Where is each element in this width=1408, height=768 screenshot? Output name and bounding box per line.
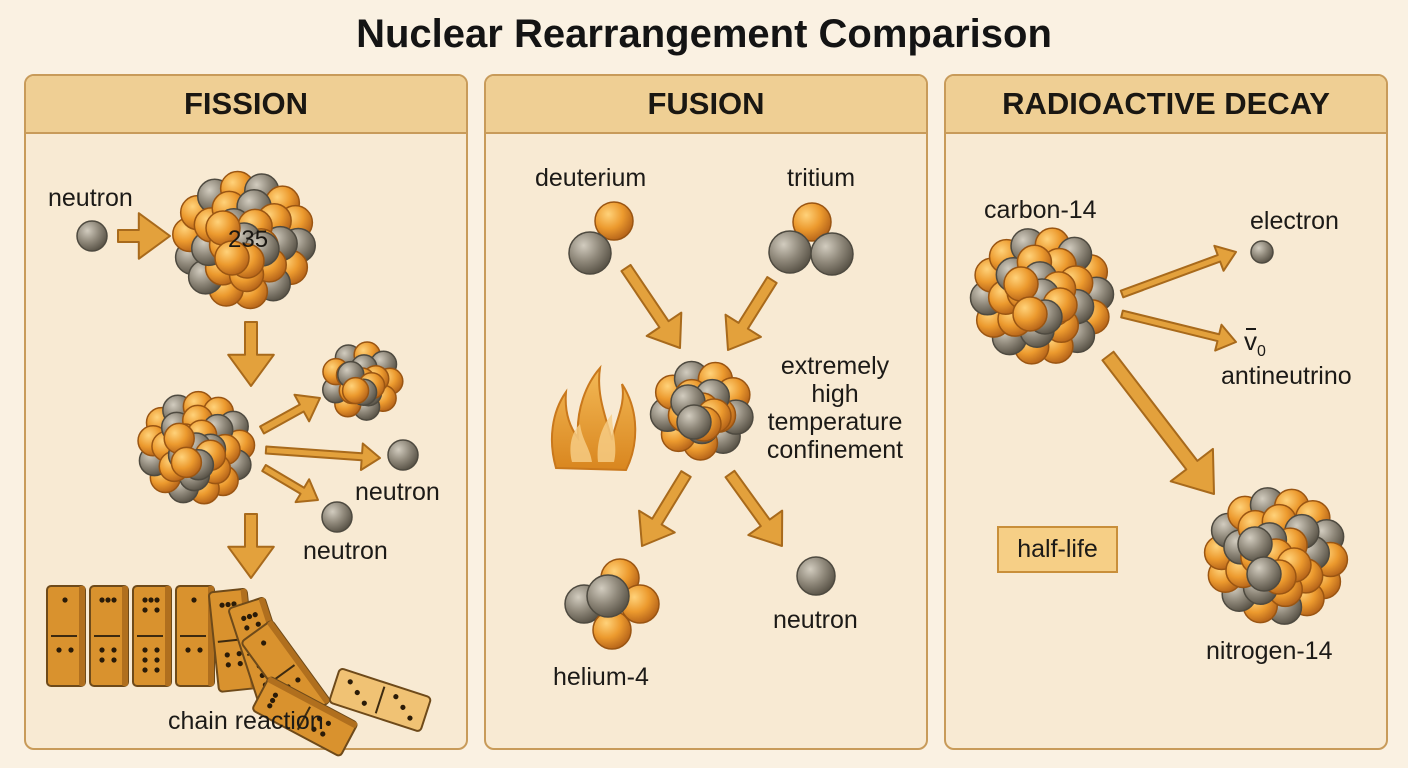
fusion-header: FUSION <box>486 76 926 134</box>
arrow-to-chain <box>227 513 275 579</box>
deuterium-label: deuterium <box>535 164 647 192</box>
decay-panel: RADIOACTIVE DECAY <box>944 74 1388 750</box>
carbon-14-label: carbon-14 <box>984 196 1097 224</box>
domino <box>132 585 172 687</box>
deuterium-nucleus <box>568 201 634 275</box>
proton <box>792 202 832 242</box>
neutron-particle <box>810 232 854 276</box>
fission-neutron-2 <box>321 501 353 533</box>
neutron-particle <box>1250 240 1274 264</box>
antineutrino-symbol: v0 <box>1244 326 1266 361</box>
neutron-particle <box>568 231 612 275</box>
domino-chain <box>46 585 432 757</box>
arrow-deuterium-in <box>620 263 683 349</box>
condition-line-4: confinement <box>766 436 904 464</box>
electron-label: electron <box>1250 207 1339 235</box>
arrow-to-neutron-2 <box>261 463 319 504</box>
fission-neutron-out-label-1: neutron <box>355 478 440 506</box>
arrow-to-neutron-1 <box>264 442 381 471</box>
arrow-to-helium <box>638 470 692 547</box>
helium-4-label: helium-4 <box>553 663 649 691</box>
nitrogen-14-nucleus <box>1203 487 1349 625</box>
nitrogen-14-label: nitrogen-14 <box>1206 637 1333 665</box>
chain-reaction-label: chain reaction <box>168 707 324 735</box>
arrow-neutron-to-nucleus <box>117 212 171 260</box>
fission-neutron-in-label: neutron <box>48 184 133 212</box>
flame-icon <box>550 364 637 472</box>
arrow-to-neutron <box>724 469 784 547</box>
neutron-particle <box>321 501 353 533</box>
antineutrino-label: antineutrino <box>1221 362 1352 390</box>
proton <box>341 376 370 405</box>
fission-neutron-1 <box>387 439 419 471</box>
decay-header: RADIOACTIVE DECAY <box>946 76 1386 134</box>
condition-line-1: extremely <box>780 352 890 380</box>
fusion-conditions-label: extremely high temperature confinement <box>760 352 910 464</box>
arrow-tritium-in <box>724 276 778 351</box>
arrow-split-down <box>227 321 275 387</box>
arrow-to-fragment <box>259 393 321 435</box>
neutron-particle <box>768 230 812 274</box>
fission-incoming-neutron <box>76 220 108 252</box>
proton <box>594 201 634 241</box>
neutron-particle <box>1246 556 1282 592</box>
fission-header: FISSION <box>26 76 466 134</box>
neutron-particle <box>586 574 630 618</box>
arrow-to-nitrogen <box>1101 350 1215 495</box>
proton <box>1003 266 1039 302</box>
tritium-nucleus <box>768 202 854 276</box>
uranium-235-label: 235 <box>228 226 269 253</box>
fusion-neutron-label: neutron <box>773 606 858 634</box>
domino <box>175 585 215 687</box>
domino <box>252 676 358 757</box>
particles <box>76 170 1349 650</box>
fission-neutron-out-label-2: neutron <box>303 537 388 565</box>
electron <box>1250 240 1274 264</box>
proton <box>1012 296 1048 332</box>
neutron-particle <box>387 439 419 471</box>
neutron-particle <box>796 556 836 596</box>
proton <box>214 240 250 276</box>
tritium-label: tritium <box>787 164 856 192</box>
arrows <box>117 212 1237 579</box>
domino <box>328 668 432 732</box>
domino <box>46 585 86 687</box>
page-title: Nuclear Rearrangement Comparison <box>356 12 1052 56</box>
fission-fragment-large <box>137 390 256 505</box>
helium-4-nucleus <box>564 558 660 650</box>
domino <box>89 585 129 687</box>
condition-line-2: high <box>811 380 859 408</box>
uranium-235-nucleus <box>172 170 316 310</box>
neutron-particle <box>76 220 108 252</box>
arrow-to-electron <box>1119 244 1237 299</box>
neutron-particle <box>676 404 712 440</box>
fusion-neutron <box>796 556 836 596</box>
condition-line-3: temperature <box>767 408 903 436</box>
neutron-particle <box>1237 526 1273 562</box>
arrow-to-antineutrino <box>1120 309 1237 352</box>
fused-nucleus <box>649 360 754 461</box>
carbon-14-nucleus <box>969 227 1115 365</box>
proton <box>170 446 203 479</box>
half-life-badge: half-life <box>997 526 1118 573</box>
fission-fragment-small <box>321 341 404 421</box>
